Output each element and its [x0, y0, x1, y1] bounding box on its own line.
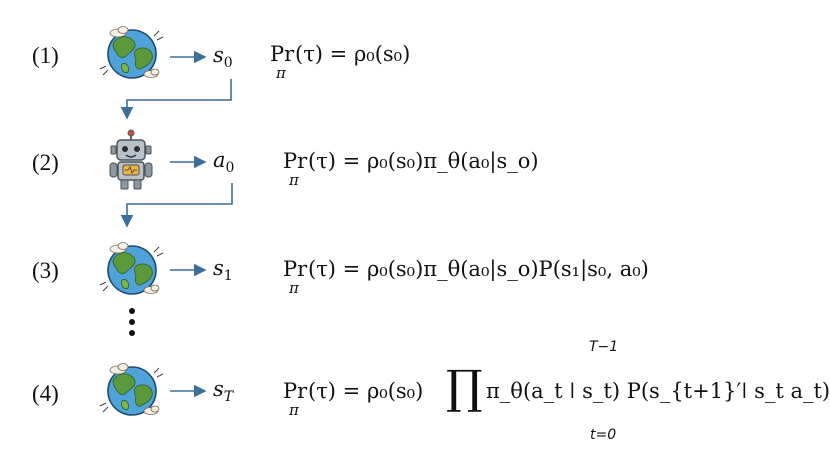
row-label-4: (4): [32, 381, 59, 406]
formula-2: (τ) = ρ₀(s₀)π_θ(a₀|s_o): [308, 149, 539, 173]
formula-3: (τ) = ρ₀(s₀)π_θ(a₀|s_o)P(s₁|s₀, a₀): [308, 257, 649, 281]
diagram-graphics: [99, 25, 233, 416]
action-var-0: a0: [213, 148, 235, 176]
product-upper-limit: T−1: [589, 339, 619, 355]
connector-arrow: [120, 183, 233, 228]
row-label-1: (1): [32, 43, 59, 68]
state-var-1: s1: [213, 256, 233, 284]
ellipsis-dot: [129, 308, 135, 314]
robot-icon: [109, 129, 153, 190]
product-symbol: ∏: [446, 360, 483, 414]
formula-4-prefix: (τ) = ρ₀(s₀): [308, 379, 424, 403]
connector-arrow: [120, 79, 232, 120]
row-label-3: (3): [32, 258, 59, 283]
formula-1: (τ) = ρ₀(s₀): [295, 42, 411, 66]
ellipsis-dot: [129, 319, 135, 325]
state-var-T: sT: [213, 377, 234, 405]
trajectory-diagram: (1) (2) (3) (4): [32, 25, 830, 443]
globe-icon: [99, 241, 164, 295]
product-lower-limit: t=0: [590, 427, 617, 443]
formula-4-suffix: π_θ(a_t ǀ s_t) P(s_{t+1}′ǀ s_t a_t): [486, 379, 830, 403]
state-var-0: s0: [213, 43, 233, 71]
ellipsis-dot: [129, 330, 135, 336]
globe-icon: [99, 362, 164, 416]
row-label-2: (2): [32, 150, 59, 175]
globe-icon: [99, 25, 164, 79]
